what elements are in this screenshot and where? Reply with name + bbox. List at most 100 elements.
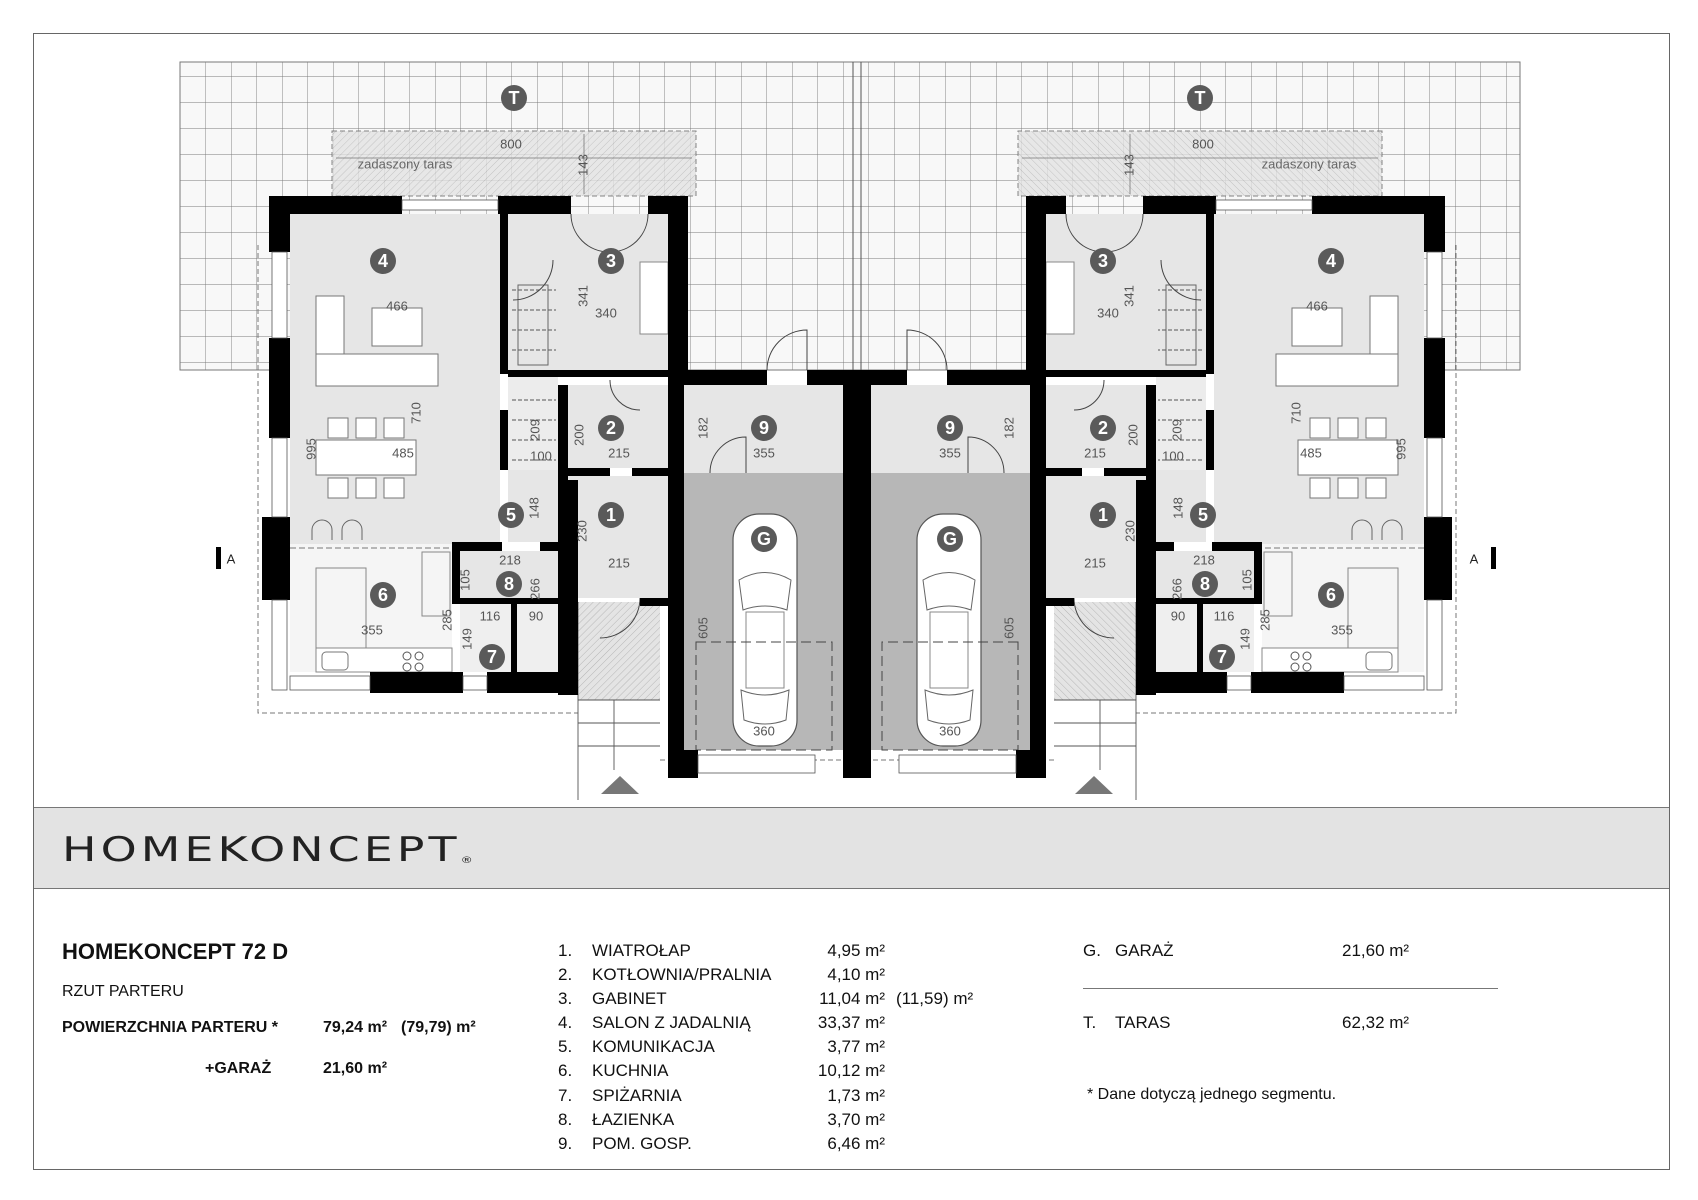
room-badge-3	[598, 248, 624, 274]
legend-num: 7.	[558, 1086, 573, 1105]
legend-name: GARAŻ	[1115, 941, 1174, 960]
legend-row: 4. SALON Z JADALNIĄ 33,37 m²	[558, 1013, 978, 1037]
room-badge-9	[751, 415, 777, 441]
legend-area: 6,46 m²	[827, 1134, 885, 1153]
room-label-5: 5	[1198, 505, 1208, 525]
dim-bath-h: 266	[527, 578, 542, 600]
dim-pantry-w: 116	[1214, 608, 1235, 623]
room-label-7: 7	[487, 647, 497, 667]
dim-bath-w: 218	[1193, 552, 1215, 567]
room-label-4: 4	[1326, 251, 1336, 271]
legend-area: 1,73 m²	[827, 1086, 885, 1105]
legend-name: KOMUNIKACJA	[592, 1037, 715, 1056]
legend-area: 21,60 m²	[1342, 941, 1410, 960]
dim-living: 466	[1306, 298, 1328, 313]
legend-row: 6. KUCHNIA 10,12 m²	[558, 1061, 978, 1085]
room-label-1: 1	[1098, 505, 1108, 525]
legend-area: 3,70 m²	[827, 1110, 885, 1129]
dim-office-h: 341	[575, 285, 590, 307]
dim-stairs-w: 100	[530, 448, 552, 463]
covered-terrace-label: zadaszony taras	[358, 156, 453, 171]
legend-name: POM. GOSP.	[592, 1134, 692, 1153]
room-badge-3	[1090, 248, 1116, 274]
garage-area-label: +GARAŻ	[205, 1060, 272, 1077]
room-badge-8	[496, 571, 522, 597]
registered-mark: ®	[460, 856, 473, 866]
dim-terrace-width: 800	[500, 136, 522, 151]
legend-name: SALON Z JADALNIĄ	[592, 1013, 751, 1032]
dim-office-w: 340	[1097, 305, 1119, 320]
room-badge-4	[370, 248, 396, 274]
legend-divider	[1083, 988, 1498, 989]
room-label-4: 4	[378, 251, 388, 271]
dim-utility-w: 355	[939, 445, 961, 460]
room-badge-6	[1318, 582, 1344, 608]
legend-num: 2.	[558, 965, 573, 984]
legend-num: 4.	[558, 1013, 573, 1032]
legend-name: SPIŻARNIA	[592, 1086, 682, 1105]
dim-bath-h: 266	[1169, 578, 1184, 600]
legend-area: 33,37 m²	[817, 1013, 885, 1032]
floor-area-value: 79,24 m²	[323, 1019, 388, 1036]
garage-area-value: 21,60 m²	[323, 1060, 388, 1077]
dim-salon-total: 995	[1393, 438, 1408, 460]
project-title: HOMEKONCEPT 72 D	[62, 939, 289, 964]
legend-name: TARAS	[1115, 1013, 1171, 1032]
dim-boiler-h: 200	[1125, 424, 1140, 446]
section-marker-left: A	[227, 551, 236, 566]
legend-name: KUCHNIA	[592, 1061, 669, 1080]
room-label-2: 2	[1098, 418, 1108, 438]
legend-area: 10,12 m²	[817, 1061, 885, 1080]
dim-terrace-depth: 143	[575, 154, 590, 176]
legend-name: WIATROŁAP	[592, 941, 691, 960]
covered-terrace-label: zadaszony taras	[1262, 156, 1357, 171]
room-label-terrace: T	[509, 88, 520, 108]
dim-stairs-h: 209	[527, 419, 542, 441]
dim-vestibule-h: 230	[574, 520, 589, 542]
dim-office-h: 341	[1121, 285, 1136, 307]
room-badge-7	[479, 644, 505, 670]
room-badge-garage	[937, 526, 963, 552]
logo-text: HOMEKONCEPT	[62, 830, 461, 870]
dim-kitchen-h: 285	[1257, 609, 1272, 631]
legend-num: G.	[1083, 941, 1101, 960]
dim-kitchen-w: 355	[361, 622, 383, 637]
legend-area-alt: (11,59) m²	[896, 989, 974, 1008]
floor-area-alt-value: (79,79) m²	[401, 1019, 476, 1036]
room-label-9: 9	[759, 418, 769, 438]
dim-garage-h: 605	[695, 617, 710, 639]
room-label-3: 3	[606, 251, 616, 271]
room-badge-5	[498, 502, 524, 528]
room-badge-4	[1318, 248, 1344, 274]
dim-kitchen-h: 285	[439, 609, 454, 631]
dim-pantry-h: 149	[459, 628, 474, 650]
dim-vestibule-h: 230	[1122, 520, 1137, 542]
dim-pantry-w: 116	[480, 608, 501, 623]
dim-living: 466	[386, 298, 408, 313]
legend-num: T.	[1083, 1013, 1097, 1032]
room-badge-garage	[751, 526, 777, 552]
legend-name: ŁAZIENKA	[592, 1110, 675, 1129]
room-badge-5	[1190, 502, 1216, 528]
floor-area-label: POWIERZCHNIA PARTERU *	[62, 1019, 278, 1036]
dim-boiler-w: 215	[1084, 445, 1106, 460]
legend-num: 5.	[558, 1037, 573, 1056]
legend-num: 6.	[558, 1061, 573, 1080]
homekoncept-logo: HOMEKONCEPT®	[62, 830, 473, 870]
section-marker-bar	[216, 547, 221, 569]
room-label-3: 3	[1098, 251, 1108, 271]
dim-utility-h: 182	[695, 417, 710, 439]
room-badge-terrace	[1187, 85, 1213, 111]
room-badge-1	[1090, 502, 1116, 528]
room-label-7: 7	[1217, 647, 1227, 667]
room-label-2: 2	[606, 418, 616, 438]
dim-garage-h: 605	[1001, 617, 1016, 639]
room-badge-2	[598, 415, 624, 441]
room-label-garage: G	[757, 529, 771, 549]
footnote: * Dane dotyczą jednego segmentu.	[1087, 1086, 1337, 1103]
legend-name: KOTŁOWNIA/PRALNIA	[592, 965, 772, 984]
